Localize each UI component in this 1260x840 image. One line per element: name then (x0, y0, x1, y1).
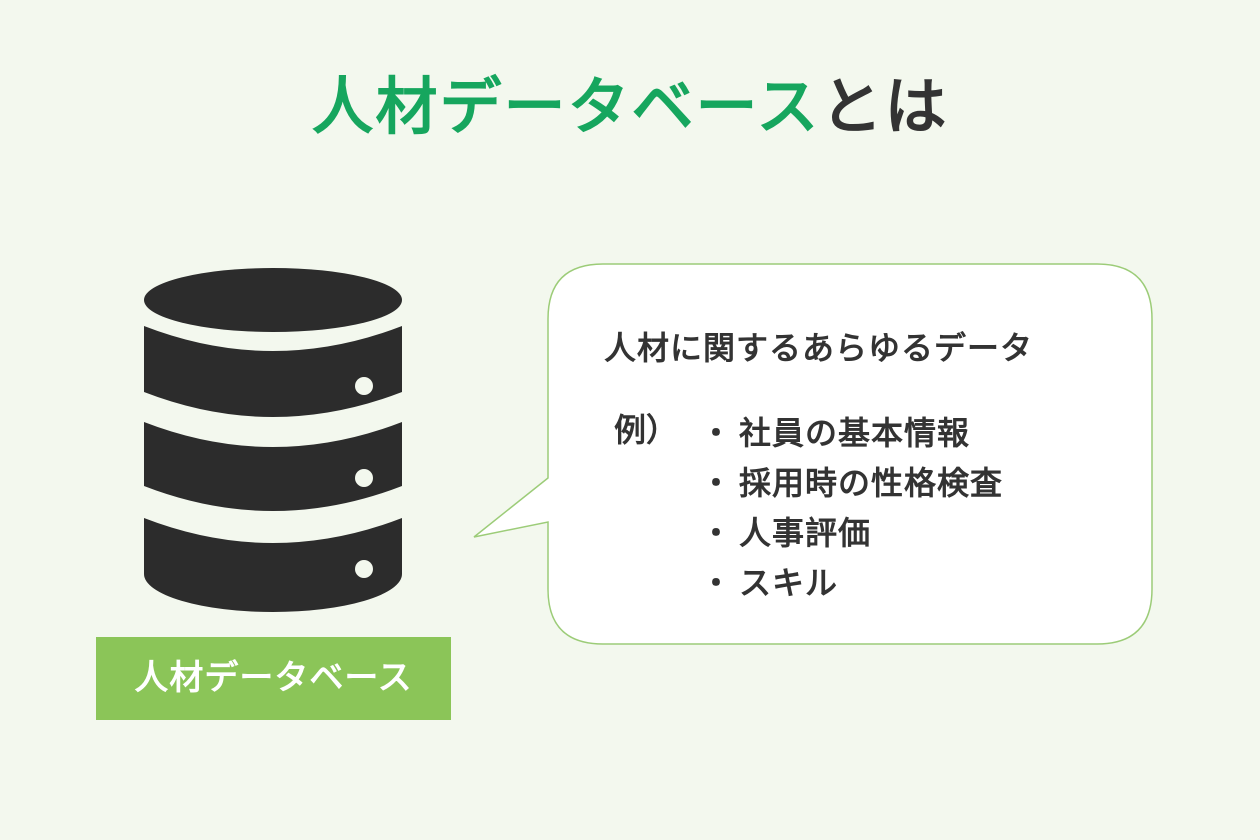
list-item-text: 社員の基本情報 (739, 414, 971, 452)
database-layer-middle (144, 422, 402, 511)
database-indicator-dot (355, 469, 373, 487)
bubble-heading: 人材に関するあらゆるデータ (604, 329, 1034, 367)
list-item-text: 人事評価 (739, 514, 872, 552)
database-label: 人材データベース (96, 637, 451, 720)
speech-bubble-content: 人材に関するあらゆるデータ 例） ・社員の基本情報 ・採用時の性格検査 ・人事評… (548, 264, 1152, 644)
bullet: ・ (700, 464, 734, 502)
example-list: ・社員の基本情報 ・採用時の性格検査 ・人事評価 ・スキル (700, 408, 1003, 608)
list-item: ・社員の基本情報 (700, 408, 1003, 458)
page-title: 人材データベースとは (0, 62, 1260, 152)
list-item-text: スキル (739, 564, 839, 602)
example-label: 例） (614, 411, 679, 449)
database-icon (144, 268, 402, 612)
list-item-text: 採用時の性格検査 (739, 464, 1004, 502)
bullet: ・ (700, 414, 734, 452)
list-item: ・スキル (700, 558, 1003, 608)
bullet: ・ (700, 514, 734, 552)
database-layer-bottom (144, 518, 402, 612)
title-rest: とは (820, 70, 949, 143)
database-layer-top (144, 326, 402, 417)
database-indicator-dot (355, 377, 373, 395)
list-item: ・人事評価 (700, 508, 1003, 558)
bullet: ・ (700, 564, 734, 602)
speech-bubble-outline (473, 263, 1153, 645)
list-item: ・採用時の性格検査 (700, 458, 1003, 508)
database-lid (144, 268, 402, 332)
database-indicator-dot (355, 560, 373, 578)
title-accent: 人材データベース (311, 70, 821, 143)
